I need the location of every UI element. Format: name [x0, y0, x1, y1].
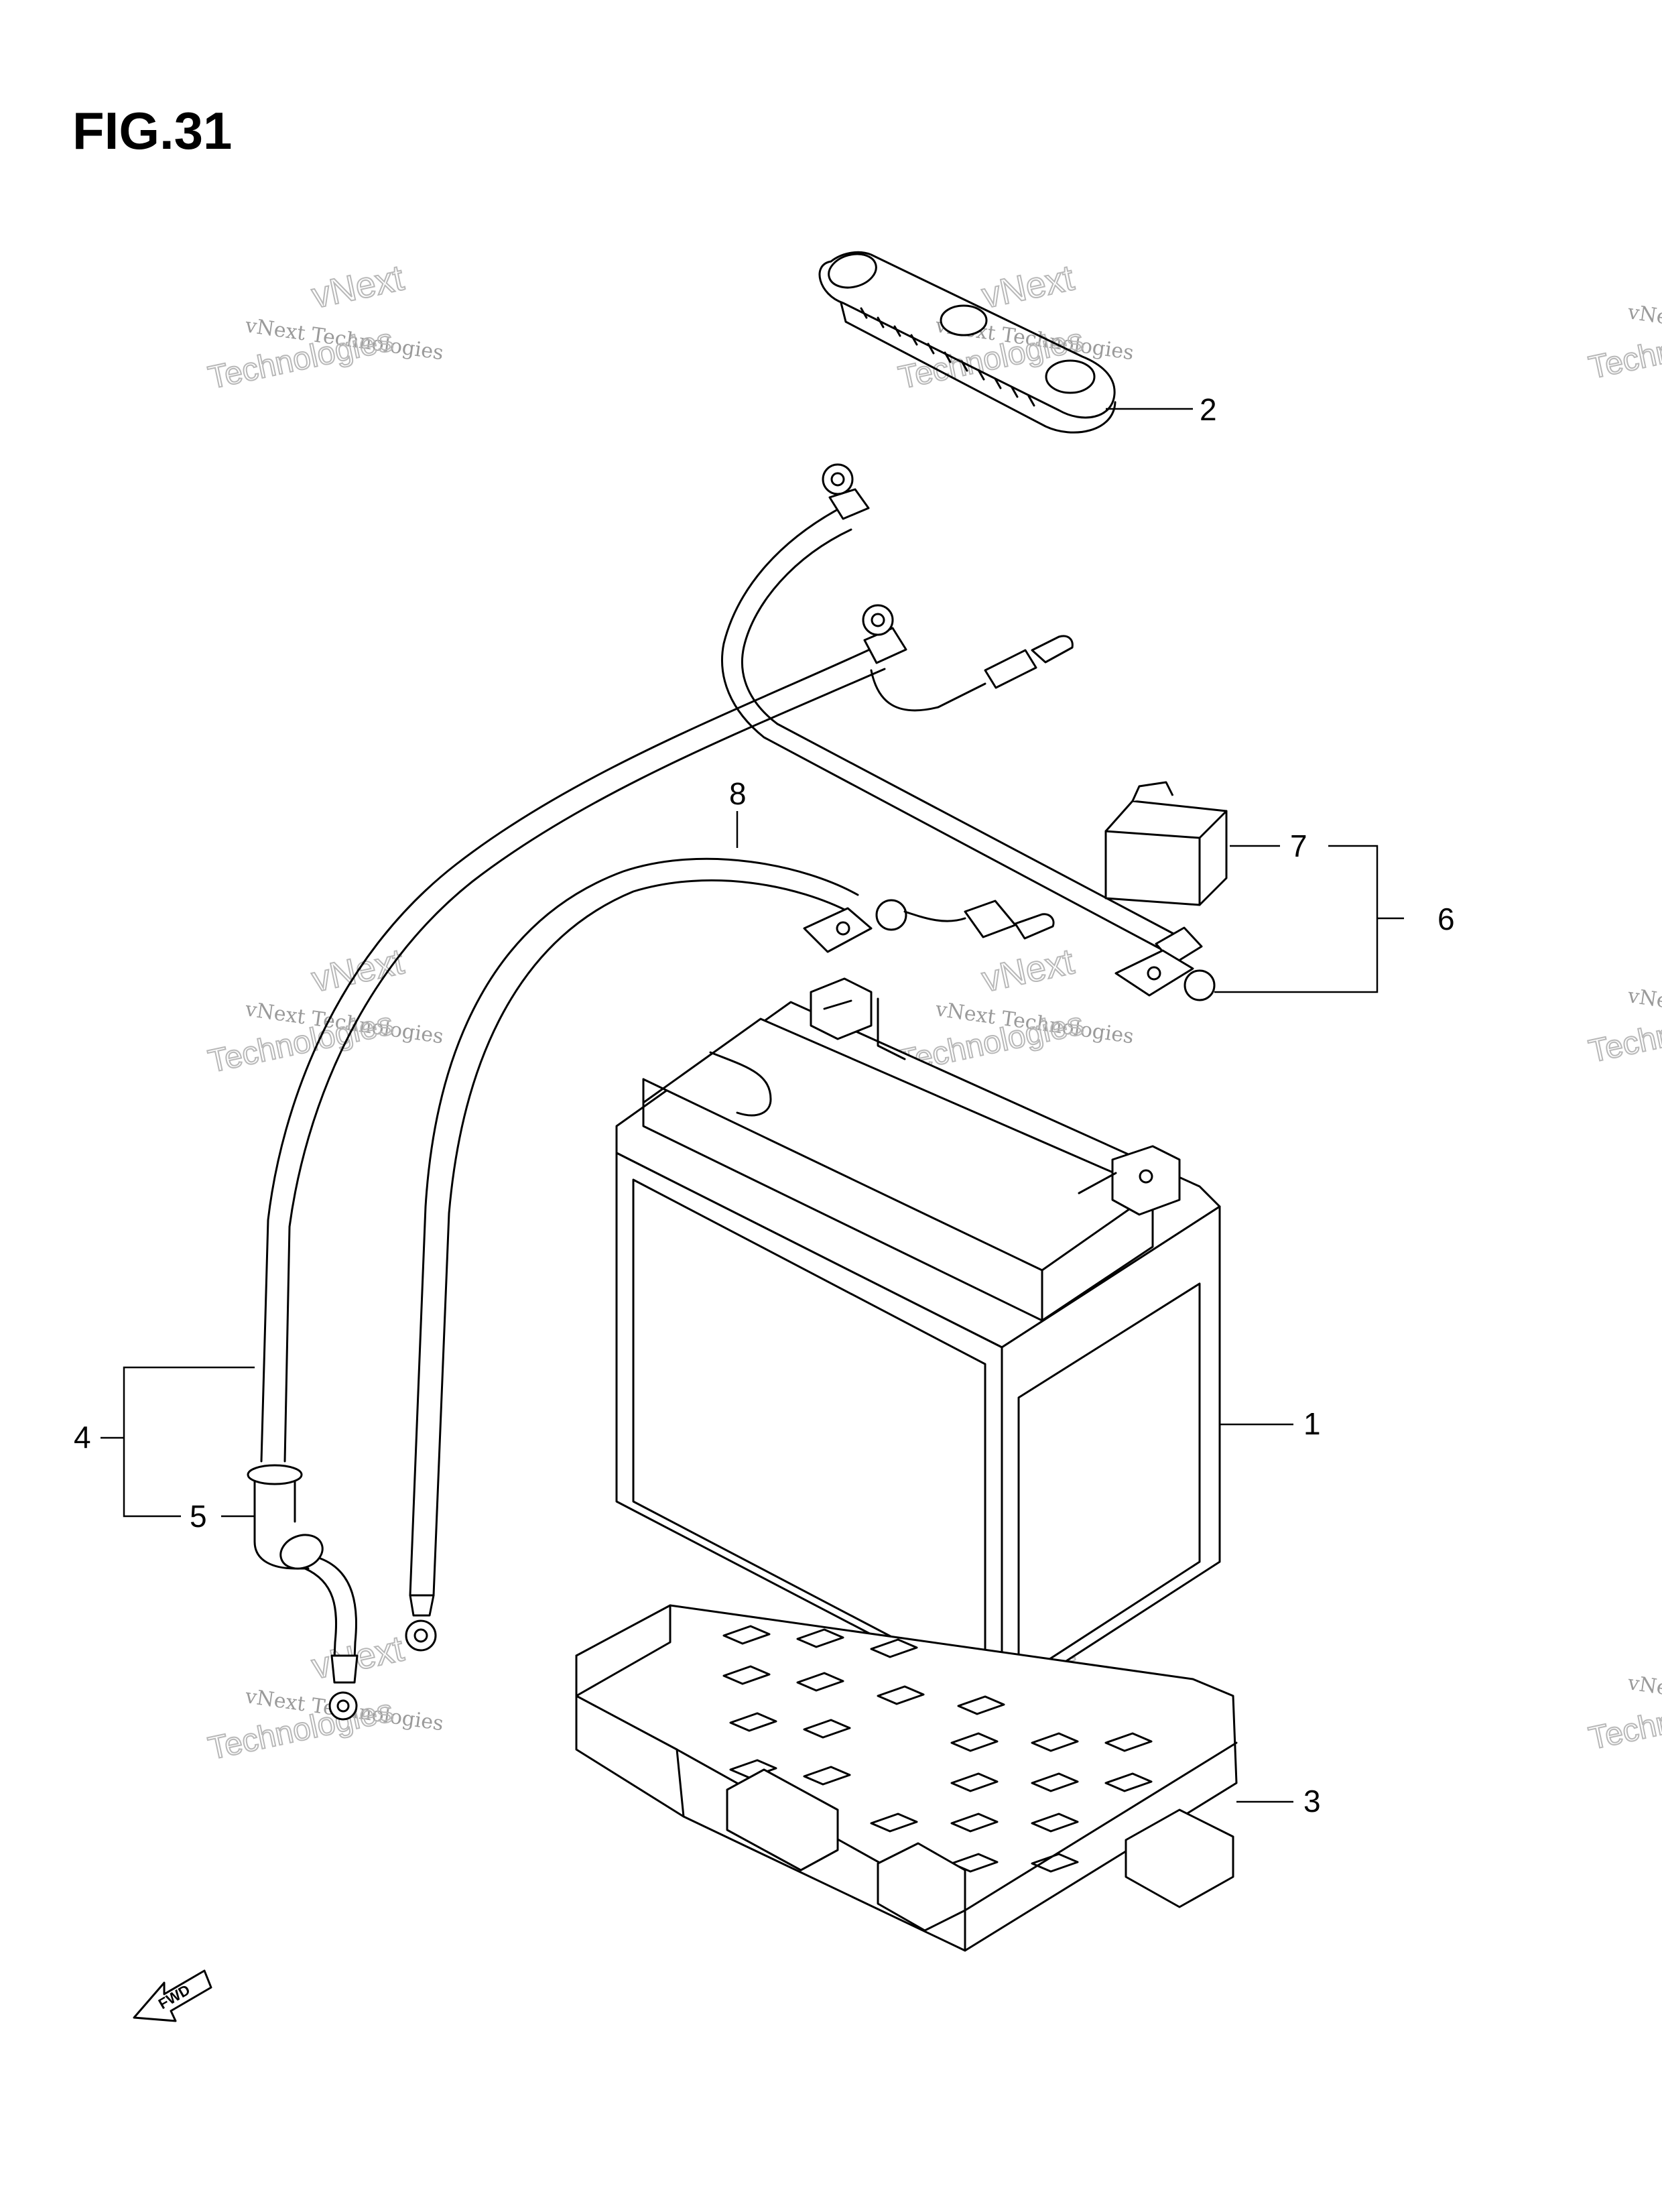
part-negative-cable — [405, 857, 1055, 1652]
callout-1: 1 — [1303, 1406, 1321, 1441]
leader-lines — [101, 408, 1404, 1803]
part-battery — [615, 977, 1221, 1704]
callout-5: 5 — [190, 1499, 207, 1534]
part-ground-lead — [247, 1464, 359, 1721]
callout-labels: 1 2 3 4 5 6 7 8 — [74, 392, 1455, 1819]
callout-4: 4 — [74, 1420, 91, 1455]
part-positive-cable — [721, 463, 1216, 1001]
part-cable-loom — [260, 604, 1074, 1463]
part-battery-tray — [575, 1604, 1238, 1952]
watermark-word-top: vNext — [978, 941, 1078, 999]
watermark-word-top: vNext — [978, 257, 1078, 316]
watermark-right-top: vNext Technologies Technologies — [1585, 300, 1662, 387]
callout-3: 3 — [1303, 1784, 1321, 1819]
watermark-right-mid: vNext Technologies Technologies — [1585, 984, 1662, 1070]
watermark-right-bottom: vNext Technologies Technologies — [1585, 1671, 1662, 1758]
watermark-left-top: vNext vNext Technologies Technologies — [204, 257, 445, 396]
callout-7: 7 — [1290, 828, 1307, 863]
fwd-arrow-icon: FWD — [133, 1969, 212, 2022]
watermark-center-mid: vNext vNext Technologies Technologies — [895, 940, 1135, 1080]
callout-8: 8 — [729, 776, 747, 811]
watermark-left-bottom: vNext vNext Technologies Technologies — [204, 1627, 445, 1767]
watermark-word-top: vNext — [308, 257, 407, 316]
callout-2: 2 — [1200, 392, 1217, 427]
figure-title: FIG.31 — [72, 101, 232, 160]
tray-slots — [722, 1625, 1153, 1873]
callout-6: 6 — [1437, 902, 1455, 936]
watermark-left-mid: vNext vNext Technologies Technologies — [204, 940, 445, 1080]
watermark-center-top: vNext vNext Technologies Technologies — [895, 257, 1135, 396]
part-fuse-cap — [1104, 781, 1228, 906]
part-terminal-cover — [818, 251, 1116, 434]
